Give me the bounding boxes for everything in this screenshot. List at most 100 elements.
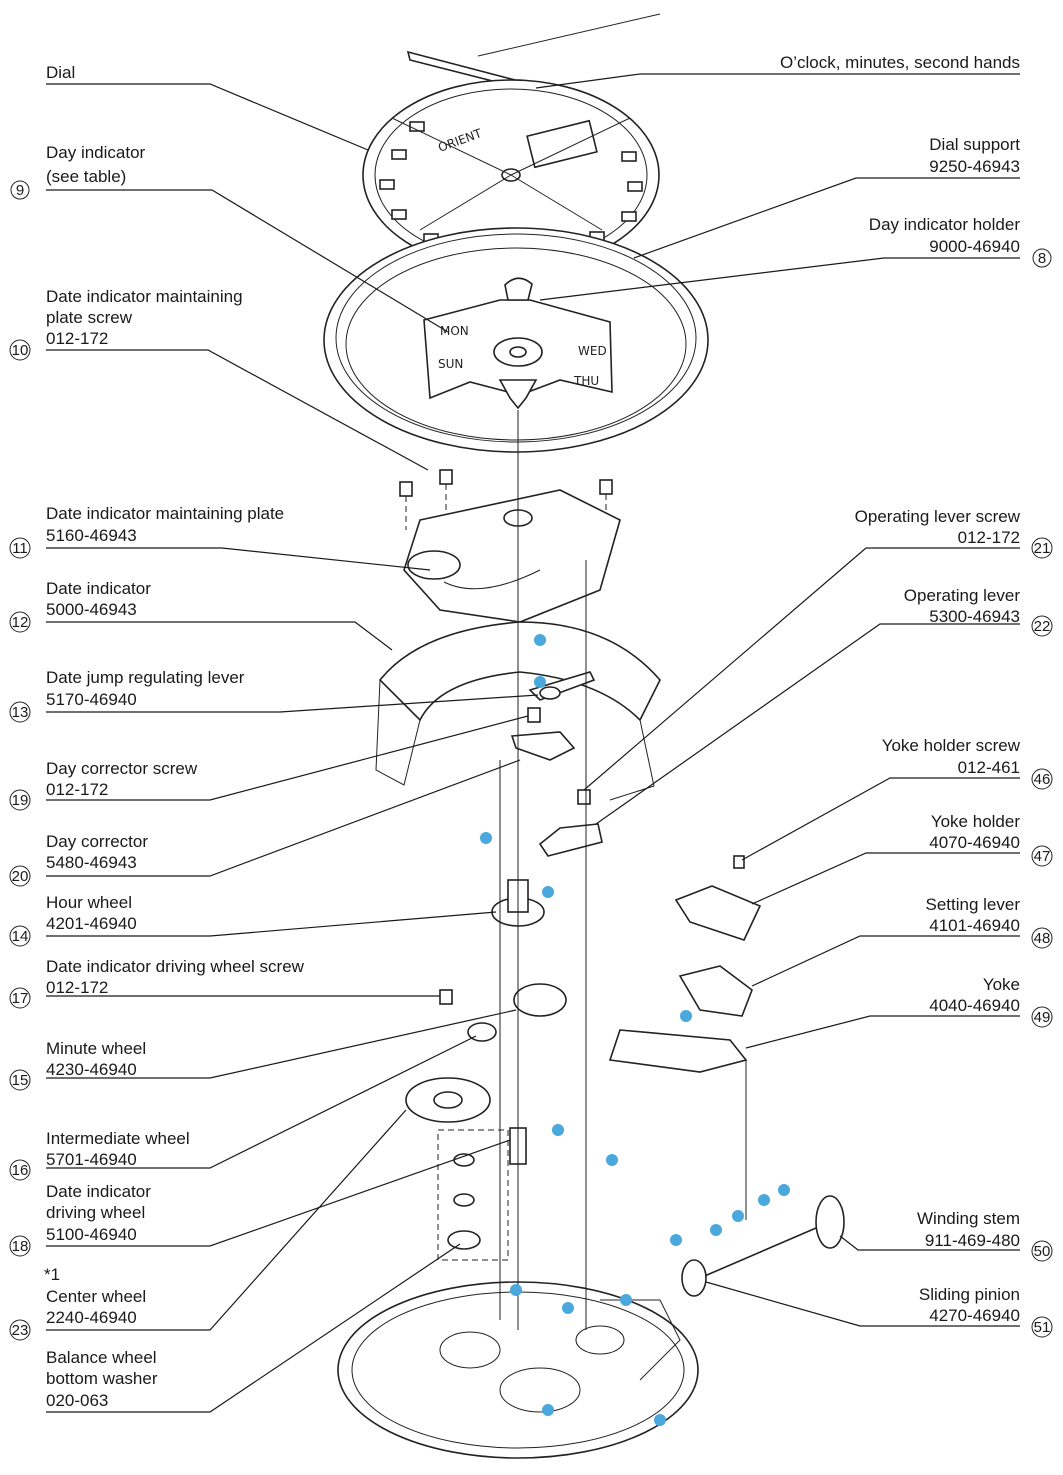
day-ring-text-2: WED xyxy=(578,344,607,358)
label-driving-screw-2: 012-172 xyxy=(46,978,108,997)
callout-48: 48 xyxy=(1034,930,1051,947)
callout-13-circle xyxy=(9,701,31,723)
label-date-plate-2: 5160-46943 xyxy=(46,526,137,545)
label-op-lever-2: 5300-46943 xyxy=(929,607,1020,626)
label-winding-stem-2: 911-469-480 xyxy=(925,1231,1020,1250)
callout-22-circle xyxy=(1031,615,1053,637)
label-corrector-1: Day corrector xyxy=(46,832,148,851)
callout-20-circle xyxy=(9,865,31,887)
dial-part: ORIENT xyxy=(362,79,660,271)
callout-46-circle xyxy=(1031,768,1053,790)
callout-17: 17 xyxy=(12,990,29,1007)
label-op-lever-1: Operating lever xyxy=(904,586,1021,605)
label-dial-support-2: 9250-46943 xyxy=(929,157,1020,176)
label-day-indicator-2: (see table) xyxy=(46,167,126,186)
label-driving-wheel-2: driving wheel xyxy=(46,1203,145,1222)
label-yoke-holder-2: 4070-46940 xyxy=(929,833,1020,852)
day-ring-text-4: MON xyxy=(440,324,469,338)
label-plate-screw-1: Date indicator maintaining xyxy=(46,287,243,306)
label-plate-screw-3: 012-172 xyxy=(46,329,108,348)
callout-23-circle xyxy=(9,1319,31,1341)
callout-18: 18 xyxy=(12,1238,29,1255)
label-intermediate-1: Intermediate wheel xyxy=(46,1129,190,1148)
callout-11-circle xyxy=(9,537,31,559)
callout-21: 21 xyxy=(1034,540,1051,557)
label-sliding-pinion-2: 4270-46940 xyxy=(929,1306,1020,1325)
callout-9: 9 xyxy=(16,182,24,199)
label-minute-wheel-2: 4230-46940 xyxy=(46,1060,137,1079)
callout-11: 11 xyxy=(12,540,28,557)
label-corrector-screw-1: Day corrector screw xyxy=(46,759,198,778)
callout-16-circle xyxy=(9,1159,31,1181)
callout-10-circle xyxy=(9,339,31,361)
day-ring-text-3: THU xyxy=(573,374,599,388)
callout-17-circle xyxy=(9,987,31,1009)
label-intermediate-2: 5701-46940 xyxy=(46,1150,137,1169)
day-corrector-part xyxy=(510,707,576,761)
label-dial-support-1: Dial support xyxy=(929,135,1020,154)
label-yoke-2: 4040-46940 xyxy=(929,996,1020,1015)
label-corrector-2: 5480-46943 xyxy=(46,853,137,872)
label-day-holder-1: Day indicator holder xyxy=(869,215,1021,234)
callout-20: 20 xyxy=(12,868,29,885)
callout-16: 16 xyxy=(12,1162,29,1179)
label-minute-wheel-1: Minute wheel xyxy=(46,1039,146,1058)
label-balance-washer-3: 020-063 xyxy=(46,1391,108,1410)
callout-15-circle xyxy=(9,1069,31,1091)
callout-47: 47 xyxy=(1034,848,1051,865)
callout-15: 15 xyxy=(12,1072,29,1089)
callout-50: 50 xyxy=(1034,1243,1051,1260)
callout-18-circle xyxy=(9,1235,31,1257)
label-day-indicator-1: Day indicator xyxy=(46,143,146,162)
setting-lever-part xyxy=(678,965,753,1017)
label-yoke-holder-1: Yoke holder xyxy=(931,812,1021,831)
callout-51-circle xyxy=(1031,1316,1053,1338)
callout-46: 46 xyxy=(1034,771,1051,788)
callout-9-circle xyxy=(10,180,30,200)
leader-lines xyxy=(46,73,1020,1413)
day-ring-text-1: SUN xyxy=(438,357,463,371)
operating-lever-part xyxy=(538,789,603,857)
oil-markers xyxy=(480,634,790,1426)
label-dial: Dial xyxy=(46,63,75,82)
label-op-screw-2: 012-172 xyxy=(958,528,1020,547)
date-maintaining-plate-part xyxy=(403,489,621,623)
label-winding-stem-1: Winding stem xyxy=(917,1209,1020,1228)
callout-12: 12 xyxy=(12,614,29,631)
winding-stem-part xyxy=(699,1195,845,1279)
label-jump-lever-1: Date jump regulating lever xyxy=(46,668,245,687)
callout-21-circle xyxy=(1031,537,1053,559)
label-sliding-pinion-1: Sliding pinion xyxy=(919,1285,1020,1304)
label-plate-screw-2: plate screw xyxy=(46,308,133,327)
day-indicator-part: SUN WED THU MON xyxy=(423,277,613,410)
label-yoke-screw-1: Yoke holder screw xyxy=(882,736,1021,755)
callout-14-circle xyxy=(9,925,31,947)
callout-14: 14 xyxy=(12,928,29,945)
labels: Dial O’clock, minutes, second hands Day … xyxy=(9,53,1053,1410)
label-yoke-1: Yoke xyxy=(983,975,1020,994)
date-indicator-ring xyxy=(375,621,661,801)
label-hour-wheel-1: Hour wheel xyxy=(46,893,132,912)
center-axis xyxy=(499,410,587,1330)
label-hour-wheel-2: 4201-46940 xyxy=(46,914,137,933)
label-driving-wheel-1: Date indicator xyxy=(46,1182,151,1201)
callout-23: 23 xyxy=(12,1322,29,1339)
label-day-holder-2: 9000-46940 xyxy=(929,237,1020,256)
callout-49: 49 xyxy=(1034,1009,1051,1026)
label-yoke-screw-2: 012-461 xyxy=(958,758,1020,777)
label-date-plate-1: Date indicator maintaining plate xyxy=(46,504,284,523)
label-balance-washer-1: Balance wheel xyxy=(46,1348,157,1367)
callout-19: 19 xyxy=(12,792,29,809)
callout-19-circle xyxy=(9,789,31,811)
date-jump-lever-part xyxy=(528,671,596,701)
label-center-wheel-1: *1 xyxy=(44,1265,60,1284)
label-date-indicator-1: Date indicator xyxy=(46,579,151,598)
label-driving-wheel-3: 5100-46940 xyxy=(46,1225,137,1244)
callout-50-circle xyxy=(1031,1240,1053,1262)
callout-8: 8 xyxy=(1038,250,1046,267)
label-jump-lever-2: 5170-46940 xyxy=(46,690,137,709)
callout-22: 22 xyxy=(1034,618,1051,635)
label-op-screw-1: Operating lever screw xyxy=(855,507,1021,526)
callout-51: 51 xyxy=(1034,1319,1051,1336)
